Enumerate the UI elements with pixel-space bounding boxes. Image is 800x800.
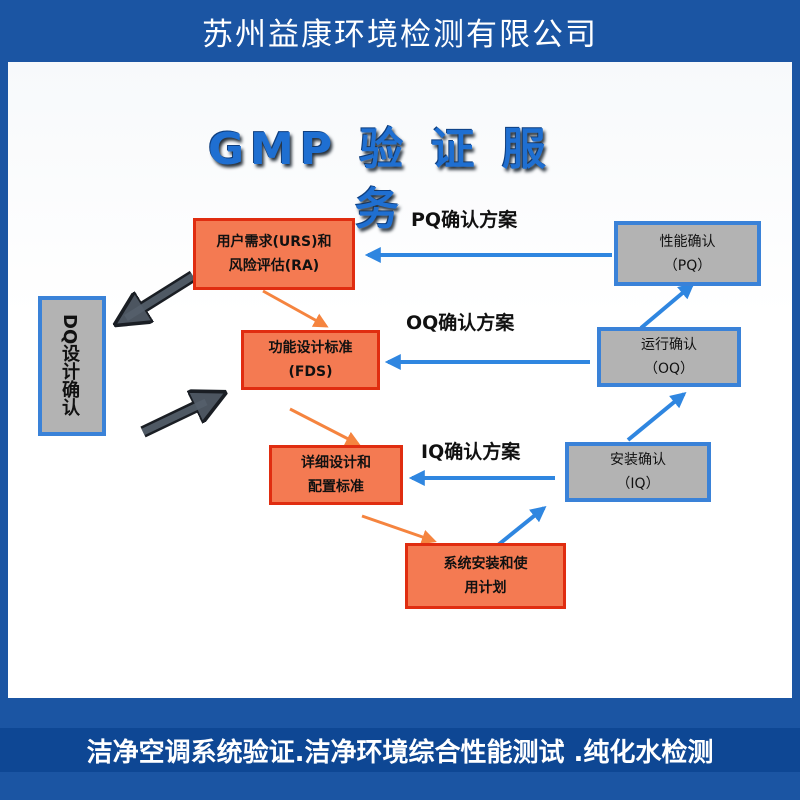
pq-box: 性能确认 （PQ）	[614, 221, 761, 286]
iq-line2: （IQ）	[616, 476, 660, 492]
oq-box: 运行确认 （OQ）	[597, 327, 741, 387]
urs-line1: 用户需求(URS)和	[216, 234, 332, 250]
oq-plan-label: OQ确认方案	[406, 312, 515, 334]
install-plan-box: 系统安装和使 用计划	[405, 543, 566, 609]
right-frame-border	[792, 62, 800, 698]
pq-line1: 性能确认	[659, 233, 716, 250]
install-to-iq-arrow	[496, 505, 547, 547]
dq-name: 设计确认	[59, 344, 80, 417]
dq-label: DQ 设计确认	[42, 310, 96, 420]
urs-line2: 风险评估(RA)	[228, 258, 320, 274]
oq-line1: 运行确认	[641, 337, 697, 353]
fds-to-detail-arrow	[289, 407, 361, 446]
company-header: 苏州益康环境检测有限公司	[0, 0, 800, 62]
detail-to-install-arrow	[361, 514, 437, 545]
oq-line2: （OQ）	[643, 361, 695, 377]
fds-line1: 功能设计标准	[268, 340, 353, 356]
fds-line2: (FDS)	[288, 364, 333, 380]
footer-services-text: 洁净空调系统验证.洁净环境综合性能测试 .纯化水检测	[86, 737, 714, 768]
fds-box: 功能设计标准 (FDS)	[241, 330, 380, 390]
iq-plan-label: IQ确认方案	[421, 441, 521, 463]
oq-to-pq-arrow	[639, 282, 695, 330]
pq-plan-label: PQ确认方案	[411, 209, 518, 231]
diagram-title: GMP 验 证 服 务	[207, 124, 553, 235]
install-plan-line1: 系统安装和使	[443, 556, 528, 572]
iq-line1: 安装确认	[610, 452, 666, 468]
install-plan-line2: 用计划	[464, 580, 507, 596]
left-frame-border	[0, 62, 8, 698]
pq-line2: （PQ）	[663, 257, 712, 274]
dq-box	[38, 296, 106, 436]
detail-design-box: 详细设计和 配置标准	[269, 445, 403, 505]
footer-services: 洁净空调系统验证.洁净环境综合性能测试 .纯化水检测	[0, 728, 800, 772]
iq-to-oq-arrow	[626, 391, 687, 442]
urs-to-fds-arrow	[262, 289, 329, 328]
detail-line2: 配置标准	[308, 479, 364, 495]
detail-line1: 详细设计和	[301, 455, 371, 471]
dq-code: DQ	[59, 313, 80, 345]
urs-box: 用户需求(URS)和 风险评估(RA)	[193, 218, 355, 290]
iq-box: 安装确认 （IQ）	[565, 442, 711, 502]
company-name: 苏州益康环境检测有限公司	[202, 16, 598, 53]
